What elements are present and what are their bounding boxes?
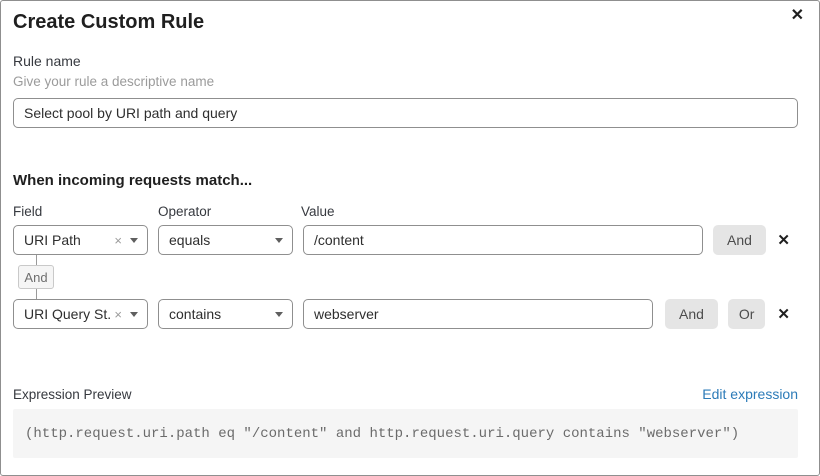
caret-down-icon [275,311,283,317]
caret-down-icon [130,237,138,243]
operator-select-value: contains [169,306,222,322]
expression-preview-code: (http.request.uri.path eq "/content" and… [13,409,798,458]
field-select[interactable]: URI Path × [13,225,148,255]
caret-down-icon [275,237,283,243]
rule-name-label: Rule name [13,53,81,69]
match-section-heading: When incoming requests match... [13,172,253,189]
expression-preview-label: Expression Preview [13,387,132,402]
edit-expression-link[interactable]: Edit expression [702,386,798,402]
field-select-value: URI Path [24,232,81,248]
condition-row: URI Query St... × contains And Or ✕ [13,299,798,329]
field-select[interactable]: URI Query St... × [13,299,148,329]
remove-condition-icon[interactable]: ✕ [777,305,790,323]
clear-icon[interactable]: × [114,232,122,248]
connector-line [36,255,37,265]
operator-select-value: equals [169,232,211,248]
field-column-label: Field [13,204,43,219]
value-input[interactable] [303,299,653,329]
condition-row: URI Path × equals And ✕ [13,225,798,255]
rule-name-input[interactable] [13,98,798,128]
or-button[interactable]: Or [727,299,766,329]
and-button[interactable]: And [713,225,766,255]
column-labels: Field Operator Value [13,204,798,219]
rule-name-hint: Give your rule a descriptive name [13,74,215,89]
caret-down-icon [130,311,138,317]
clear-icon[interactable]: × [114,306,122,322]
close-icon[interactable]: ✕ [790,7,804,24]
value-input[interactable] [303,225,703,255]
and-button[interactable]: And [665,299,718,329]
value-column-label: Value [301,204,335,219]
row-connector: And [13,255,798,299]
remove-condition-icon[interactable]: ✕ [777,231,790,249]
expression-header: Expression Preview Edit expression [13,386,798,402]
operator-select[interactable]: contains [158,299,293,329]
and-connector-badge: And [18,265,54,289]
operator-column-label: Operator [158,204,212,219]
operator-select[interactable]: equals [158,225,293,255]
connector-line [36,289,37,299]
page-title: Create Custom Rule [13,11,205,33]
field-select-value: URI Query St... [24,306,111,322]
